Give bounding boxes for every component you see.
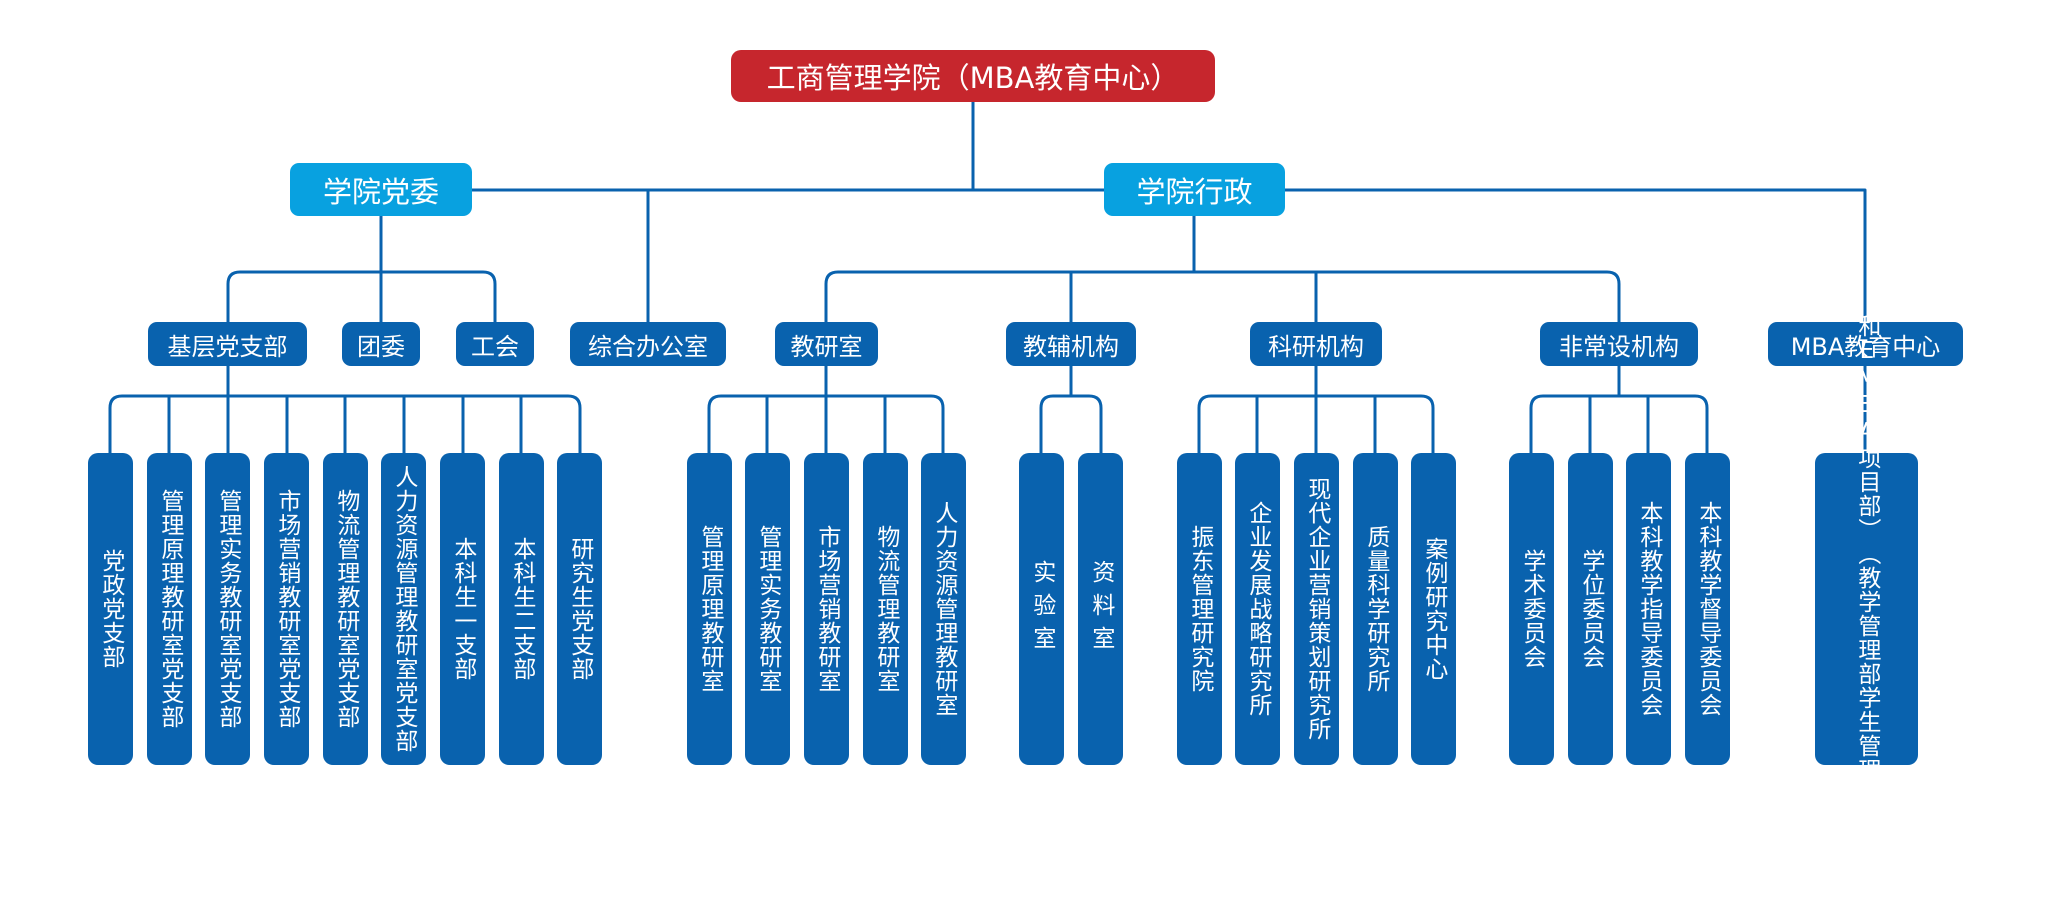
root-node: 工商管理学院（MBA教育中心） (731, 50, 1215, 102)
teaching-office-node: 物流管理教研室 (863, 453, 908, 765)
research-unit-node: 企业发展战略研究所 (1235, 453, 1280, 765)
admin-node: 学院行政 (1104, 163, 1285, 216)
union-label: 工会 (471, 332, 519, 361)
adhoc-units-label: 非常设机构 (1559, 332, 1679, 361)
committee-label: 学位委员会 (1577, 549, 1604, 669)
branch-label: 管理实务教研室党支部 (214, 489, 241, 729)
root-label: 工商管理学院（MBA教育中心） (766, 61, 1180, 95)
research-unit-label: 案例研究中心 (1420, 537, 1447, 681)
youth-league-label: 团委 (357, 332, 405, 361)
mba-office-label-col1: 和EMBA项目部） (1853, 313, 1880, 542)
branch-label: 党政党支部 (97, 549, 124, 669)
support-unit-node: 资料室 (1078, 453, 1123, 765)
research-units-label: 科研机构 (1268, 332, 1364, 361)
committee-node: 学术委员会 (1509, 453, 1554, 765)
admin-label: 学院行政 (1136, 174, 1253, 209)
support-units-label: 教辅机构 (1023, 332, 1119, 361)
branch-node: 管理原理教研室党支部 (147, 453, 192, 765)
committee-node: 学位委员会 (1568, 453, 1613, 765)
teaching-office-node: 管理原理教研室 (687, 453, 732, 765)
mba-office-label-col2: （教学管理部学生管理部 (1853, 541, 1880, 806)
research-unit-label: 振东管理研究院 (1186, 525, 1213, 693)
research-unit-node: 现代企业营销策划研究所 (1294, 453, 1339, 765)
branch-label: 市场营销教研室党支部 (273, 489, 300, 729)
branch-node: 人力资源管理教研室党支部 (381, 453, 426, 765)
committee-label: 本科教学指导委员会 (1635, 501, 1662, 717)
mba-office-node: 和EMBA项目部） （教学管理部学生管理部 办公室 (1815, 314, 1918, 905)
teaching-office-label: 管理实务教研室 (754, 525, 781, 693)
branch-label: 本科生二支部 (508, 537, 535, 681)
general-office-node: 综合办公室 (570, 322, 726, 366)
branch-label: 管理原理教研室党支部 (156, 489, 183, 729)
mba-office-label-col3: 办公室 (1853, 805, 1880, 905)
branch-node: 本科生二支部 (499, 453, 544, 765)
teaching-research-node: 教研室 (775, 322, 878, 366)
support-units-node: 教辅机构 (1006, 322, 1136, 366)
branch-label: 本科生一支部 (449, 537, 476, 681)
branch-label: 研究生党支部 (566, 537, 593, 681)
branch-node: 物流管理教研室党支部 (323, 453, 368, 765)
branch-node: 党政党支部 (88, 453, 133, 765)
teaching-office-label: 人力资源管理教研室 (930, 501, 957, 717)
party-branch-group-label: 基层党支部 (167, 332, 288, 361)
research-unit-label: 质量科学研究所 (1362, 525, 1389, 693)
branch-label: 人力资源管理教研室党支部 (390, 465, 417, 753)
committee-label: 本科教学督导委员会 (1694, 501, 1721, 717)
teaching-office-label: 市场营销教研室 (813, 525, 840, 693)
research-unit-node: 质量科学研究所 (1353, 453, 1398, 765)
committee-node: 本科教学督导委员会 (1685, 453, 1730, 765)
union-node: 工会 (456, 322, 534, 366)
teaching-office-label: 管理原理教研室 (696, 525, 723, 693)
teaching-research-label: 教研室 (790, 332, 863, 361)
party-committee-node: 学院党委 (290, 163, 472, 216)
research-unit-node: 案例研究中心 (1411, 453, 1456, 765)
research-unit-label: 企业发展战略研究所 (1244, 501, 1271, 717)
branch-node: 本科生一支部 (440, 453, 485, 765)
committee-label: 学术委员会 (1518, 549, 1545, 669)
committee-node: 本科教学指导委员会 (1626, 453, 1671, 765)
teaching-office-label: 物流管理教研室 (872, 525, 899, 693)
general-office-label: 综合办公室 (588, 332, 708, 361)
support-unit-label: 资料室 (1087, 559, 1114, 659)
mba-center-node: MBA教育中心 (1768, 322, 1963, 366)
teaching-office-node: 人力资源管理教研室 (921, 453, 966, 765)
branch-node: 研究生党支部 (557, 453, 602, 765)
party-branch-group-node: 基层党支部 (148, 322, 307, 366)
party-committee-label: 学院党委 (322, 174, 439, 209)
branch-node: 市场营销教研室党支部 (264, 453, 309, 765)
youth-league-node: 团委 (342, 322, 420, 366)
research-unit-node: 振东管理研究院 (1177, 453, 1222, 765)
mba-center-label: MBA教育中心 (1790, 332, 1941, 361)
teaching-office-node: 市场营销教研室 (804, 453, 849, 765)
support-unit-label: 实验室 (1028, 559, 1055, 659)
branch-label: 物流管理教研室党支部 (332, 489, 359, 729)
research-units-node: 科研机构 (1250, 322, 1382, 366)
support-unit-node: 实验室 (1019, 453, 1064, 765)
branch-node: 管理实务教研室党支部 (205, 453, 250, 765)
research-unit-label: 现代企业营销策划研究所 (1303, 477, 1330, 741)
connector-lines (108, 102, 1867, 453)
adhoc-units-node: 非常设机构 (1540, 322, 1698, 366)
teaching-office-node: 管理实务教研室 (745, 453, 790, 765)
